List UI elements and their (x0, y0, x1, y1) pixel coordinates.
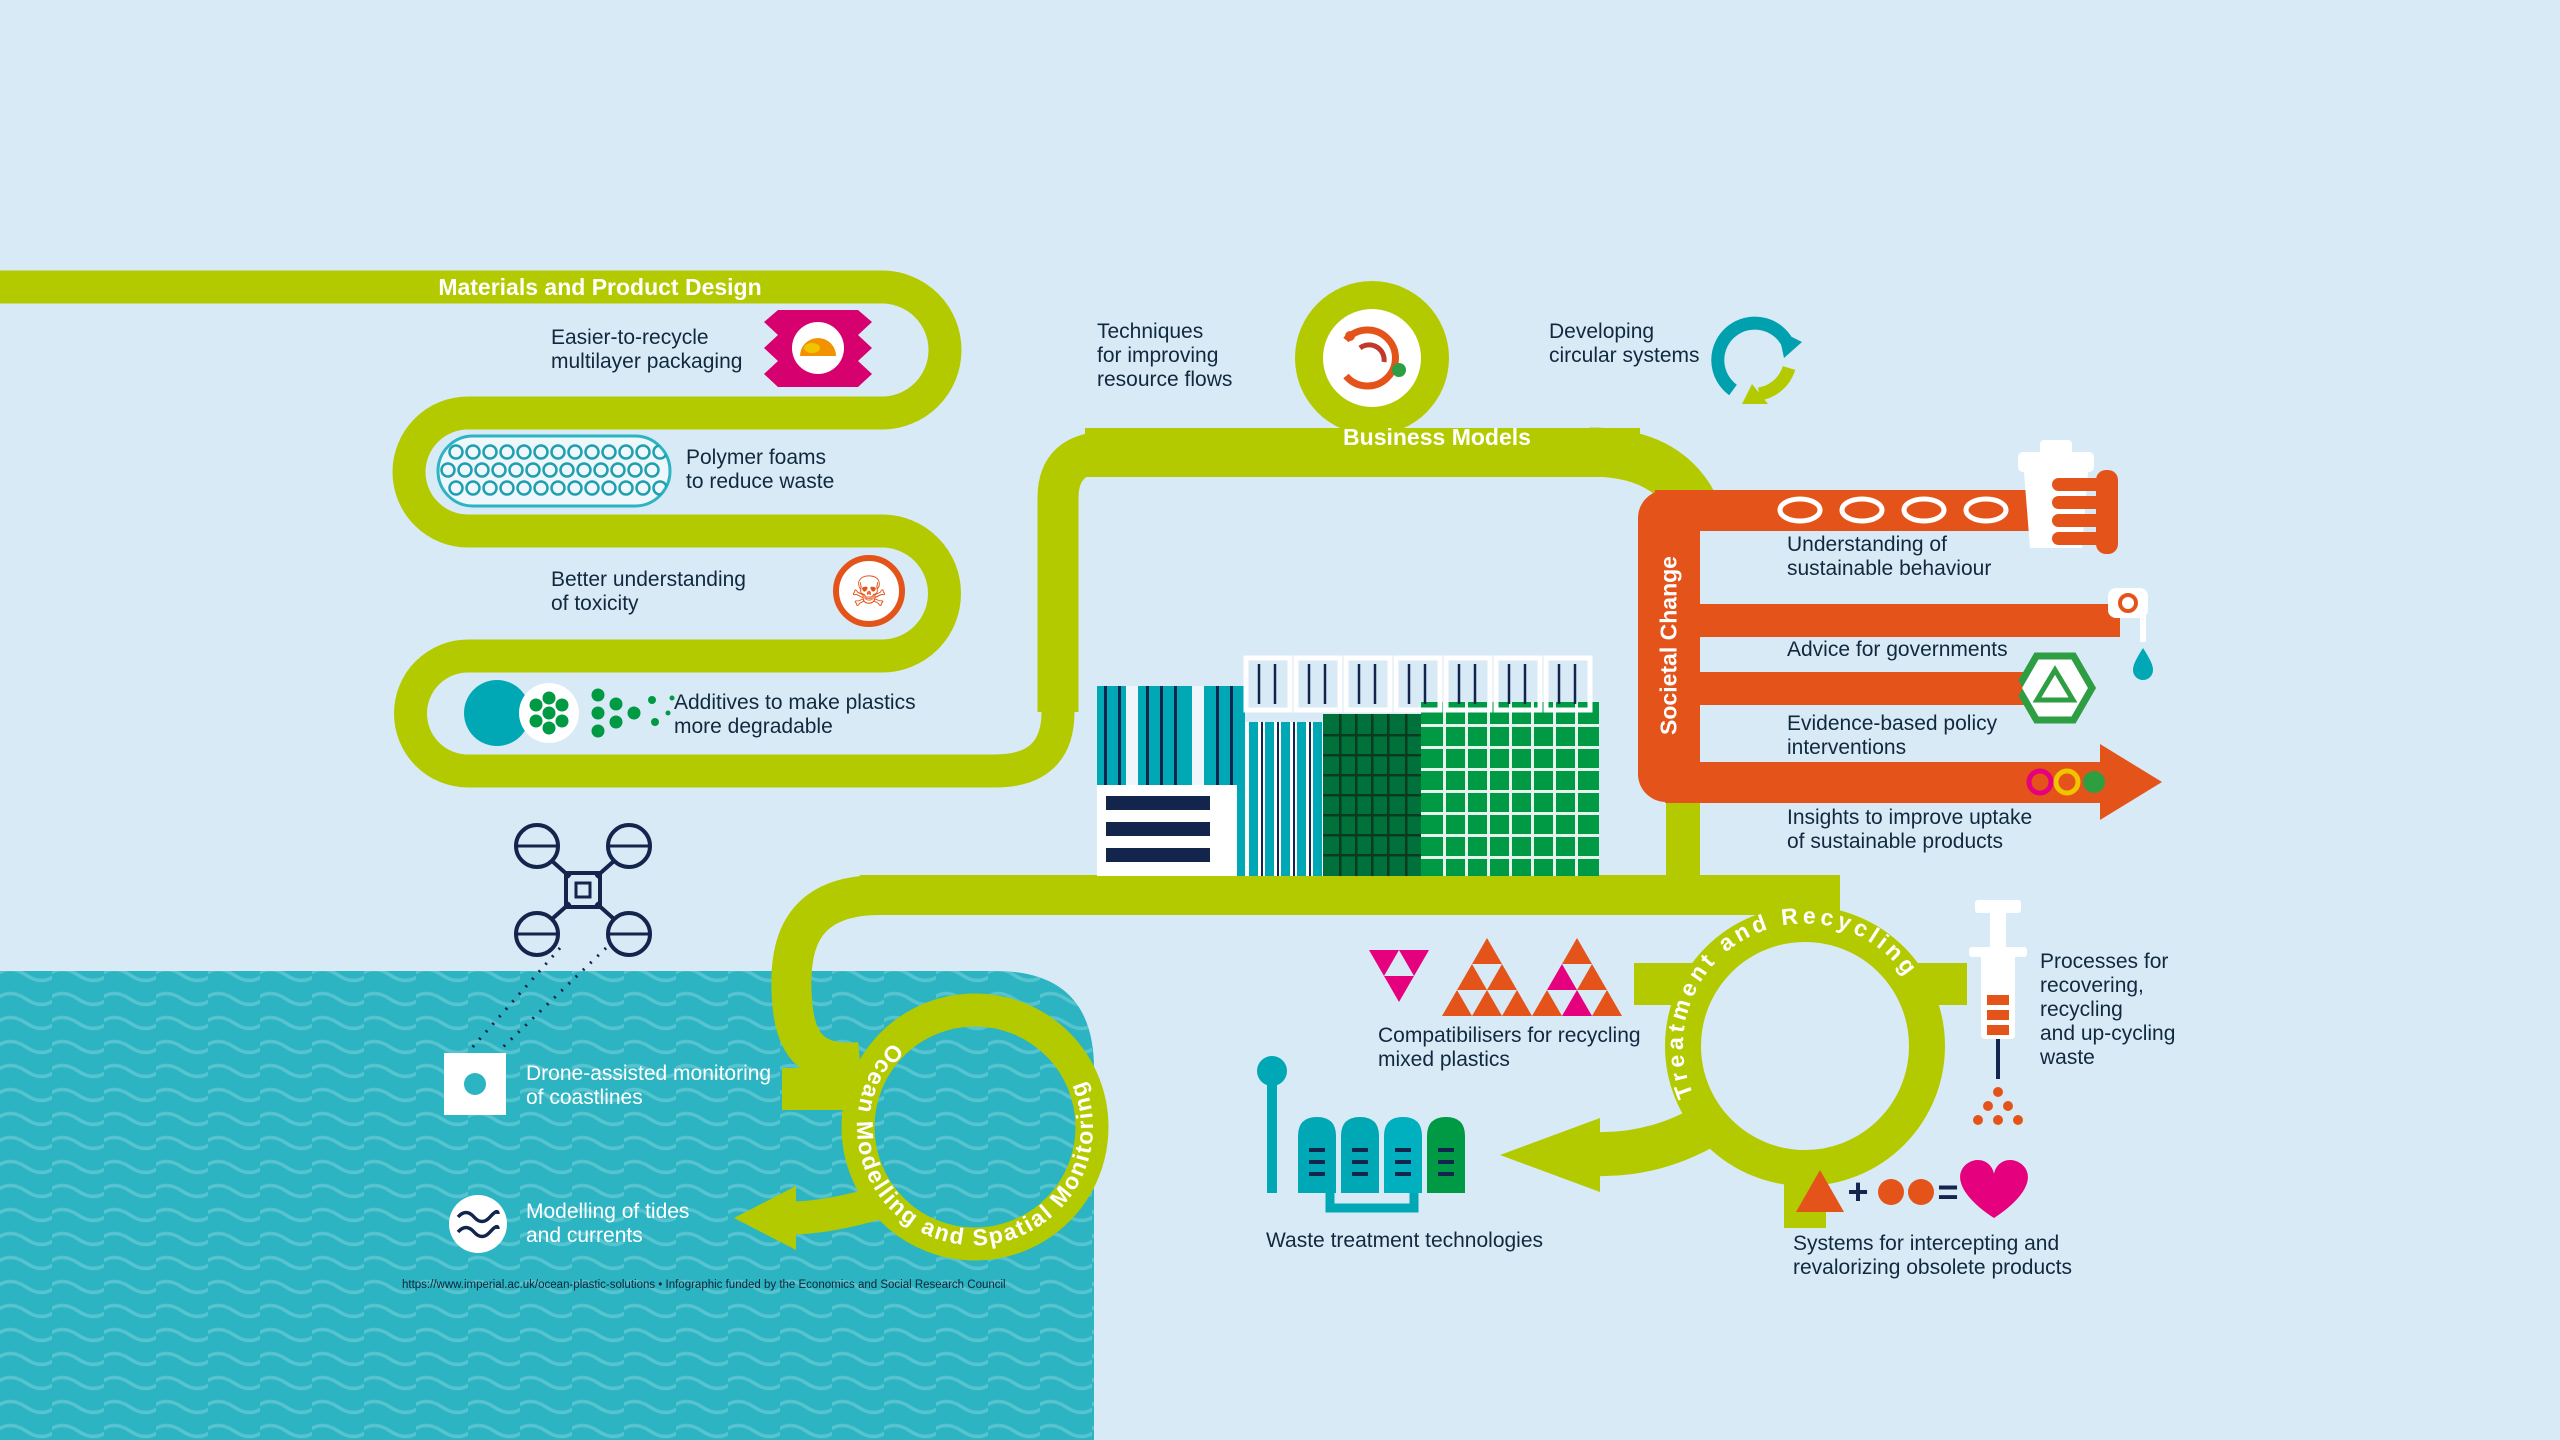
circular-systems-icon (1711, 316, 1802, 404)
business-section-title: Business Models (1343, 424, 1531, 450)
mixed-plastics-triangles-icon (1369, 938, 1622, 1016)
uptake-arrow-circles-icon (2026, 768, 2105, 796)
materials-serpentine-path (0, 270, 1075, 788)
label-toxicity: Better understanding of toxicity (551, 568, 746, 615)
label-sustainable-behaviour: Understanding of sustainable behaviour (1787, 533, 1992, 580)
label-polymer-foams: Polymer foams to reduce waste (686, 446, 835, 493)
label-revalorizing: Systems for intercepting and revalorizin… (1793, 1232, 2072, 1279)
coastline-monitor-square-icon (444, 1053, 506, 1115)
footer-credit: https://www.imperial.ac.uk/ocean-plastic… (402, 1279, 1006, 1291)
candy-wrapper-icon (764, 310, 872, 387)
main-horizontal-path (860, 780, 1840, 915)
equation-heart-icon: + = (1796, 1160, 2028, 1218)
label-compatibilisers: Compatibilisers for recycling mixed plas… (1378, 1024, 1641, 1071)
label-upcycling-processes: Processes for recovering, recycling and … (2040, 950, 2176, 1069)
label-sustainable-products: Insights to improve uptake of sustainabl… (1787, 806, 2033, 853)
label-degradable-additives: Additives to make plastics more degradab… (674, 691, 916, 738)
plus-glyph: + (1847, 1171, 1868, 1212)
label-waste-treatment: Waste treatment technologies (1266, 1229, 1544, 1252)
treatment-ring-path (1500, 890, 1967, 1228)
factory-building-illustration (1097, 655, 1599, 876)
business-models-path (1037, 427, 1727, 712)
societal-section-title: Societal Change (1655, 556, 1682, 735)
label-circular-systems: Developing circular systems (1549, 320, 1700, 367)
label-tides-currents: Modelling of tides and currents (526, 1200, 690, 1247)
resource-flows-icon (1295, 281, 1449, 435)
cup-hand-icon (1777, 440, 2118, 554)
label-policy-interventions: Evidence-based policy interventions (1787, 712, 1998, 759)
skull-glyph: ☠ (850, 567, 888, 616)
societal-change-path (1638, 490, 2162, 820)
materials-section-title: Materials and Product Design (438, 274, 762, 300)
label-drone-monitoring: Drone-assisted monitoring of coastlines (526, 1062, 772, 1109)
tap-drip-icon (2108, 588, 2153, 680)
toxicity-skull-icon: ☠ (833, 555, 905, 627)
label-multilayer-packaging: Easier-to-recycle multilayer packaging (551, 326, 743, 373)
polymer-foam-icon (436, 434, 672, 508)
tides-wave-icon (449, 1195, 507, 1253)
waste-treatment-plant-icon (1257, 1056, 1465, 1213)
degradable-additives-icon (464, 680, 675, 746)
equals-glyph: = (1937, 1171, 1958, 1212)
drone-icon (468, 823, 652, 1052)
label-resource-flows: Techniques for improving resource flows (1097, 320, 1233, 391)
label-advice-governments: Advice for governments (1787, 638, 2008, 661)
policy-hexagon-icon (2006, 652, 2097, 724)
ocean-path (734, 875, 1109, 1261)
syringe-icon (1969, 900, 2027, 1125)
